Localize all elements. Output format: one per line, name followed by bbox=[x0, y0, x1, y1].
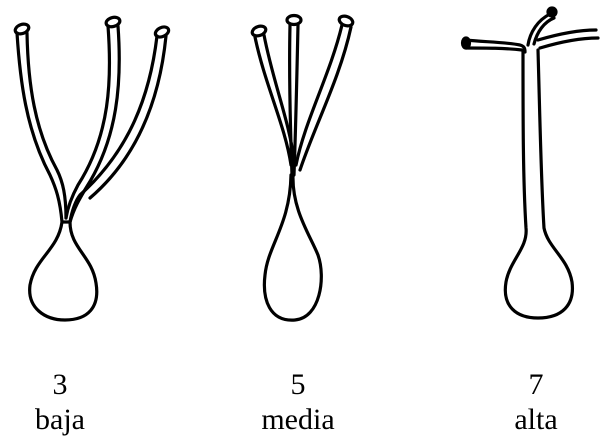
stigma-medium-middle bbox=[287, 16, 301, 25]
style-medium-middle bbox=[290, 25, 292, 175]
stigma-low-right bbox=[154, 25, 170, 39]
panel-label-2: media bbox=[238, 403, 358, 437]
stigma-high-left bbox=[463, 38, 470, 48]
panel-label-1: baja bbox=[0, 403, 120, 437]
pistil-diagram bbox=[0, 0, 601, 360]
pistil-high bbox=[463, 8, 599, 318]
panel-label-3: alta bbox=[476, 403, 596, 437]
ovary-medium bbox=[264, 175, 321, 320]
pistil-low bbox=[14, 16, 170, 320]
panel-number-1: 3 bbox=[0, 368, 120, 402]
style-low-right bbox=[70, 36, 157, 222]
ovary-low bbox=[30, 222, 97, 320]
stigma-high-middle bbox=[548, 8, 556, 16]
panel-number-3: 7 bbox=[476, 368, 596, 402]
panel-number-2: 5 bbox=[238, 368, 358, 402]
style-medium-left bbox=[255, 37, 291, 165]
ovary-high bbox=[505, 50, 572, 318]
style-medium-right bbox=[296, 25, 342, 165]
pistil-medium bbox=[251, 14, 354, 320]
